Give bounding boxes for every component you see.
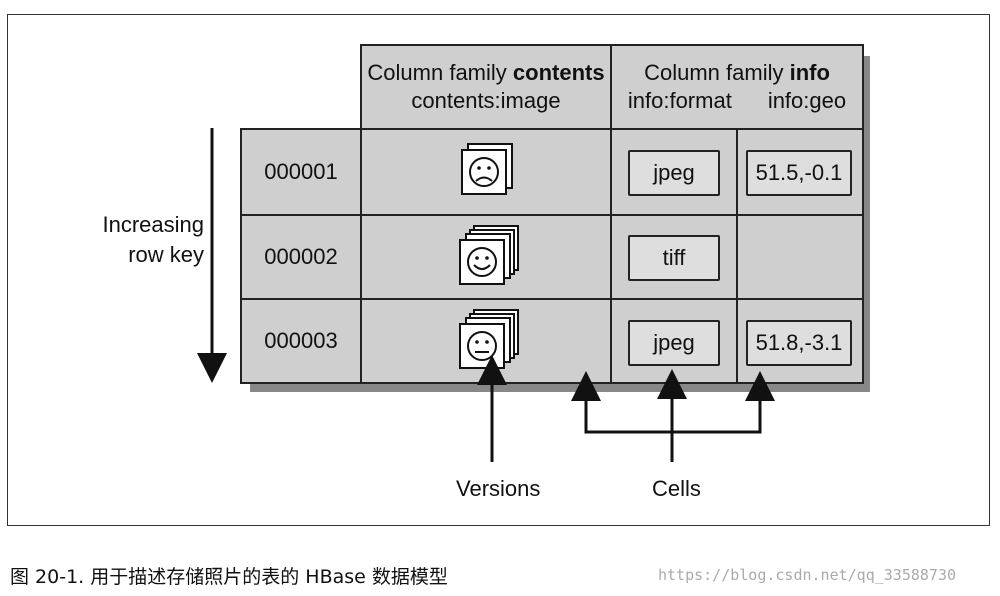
contents-family-header: Column family contents contents:image [360, 44, 612, 130]
cells-bracket-arrows [571, 369, 775, 462]
neutral-face-icon [467, 331, 497, 361]
row-key-cell: 000001 [240, 128, 362, 216]
smile-face-icon [467, 247, 497, 277]
row-key-cell: 000002 [240, 214, 362, 300]
geo-value-box: 51.5,-0.1 [746, 150, 852, 196]
info-format-column-label: info:format [627, 88, 732, 113]
info-geo-cell [736, 214, 864, 300]
image-versions-stack [459, 309, 519, 369]
row-key-axis-label: Increasing row key [102, 212, 204, 267]
contents-image-column-label: contents:image [411, 88, 561, 113]
info-geo-column-label: info:geo [767, 88, 847, 113]
table-shadow-right [862, 56, 870, 392]
cells-label: Cells [652, 476, 701, 501]
image-versions-stack [459, 225, 519, 285]
row-key-cell: 000003 [240, 298, 362, 384]
table-shadow-bottom [250, 384, 870, 392]
figure-frame [7, 14, 990, 526]
format-value-box: jpeg [628, 150, 720, 196]
geo-value-box: 51.8,-3.1 [746, 320, 852, 366]
watermark: https://blog.csdn.net/qq_33588730 [658, 566, 957, 584]
figure-caption: 图 20-1. 用于描述存储照片的表的 HBase 数据模型 [10, 566, 448, 588]
format-value-box: tiff [628, 235, 720, 281]
info-family-header: Column family info info:format info:geo [610, 44, 864, 130]
sad-face-icon [469, 157, 499, 187]
image-versions-stack [461, 143, 513, 195]
format-value-box: jpeg [628, 320, 720, 366]
versions-label: Versions [456, 476, 541, 501]
